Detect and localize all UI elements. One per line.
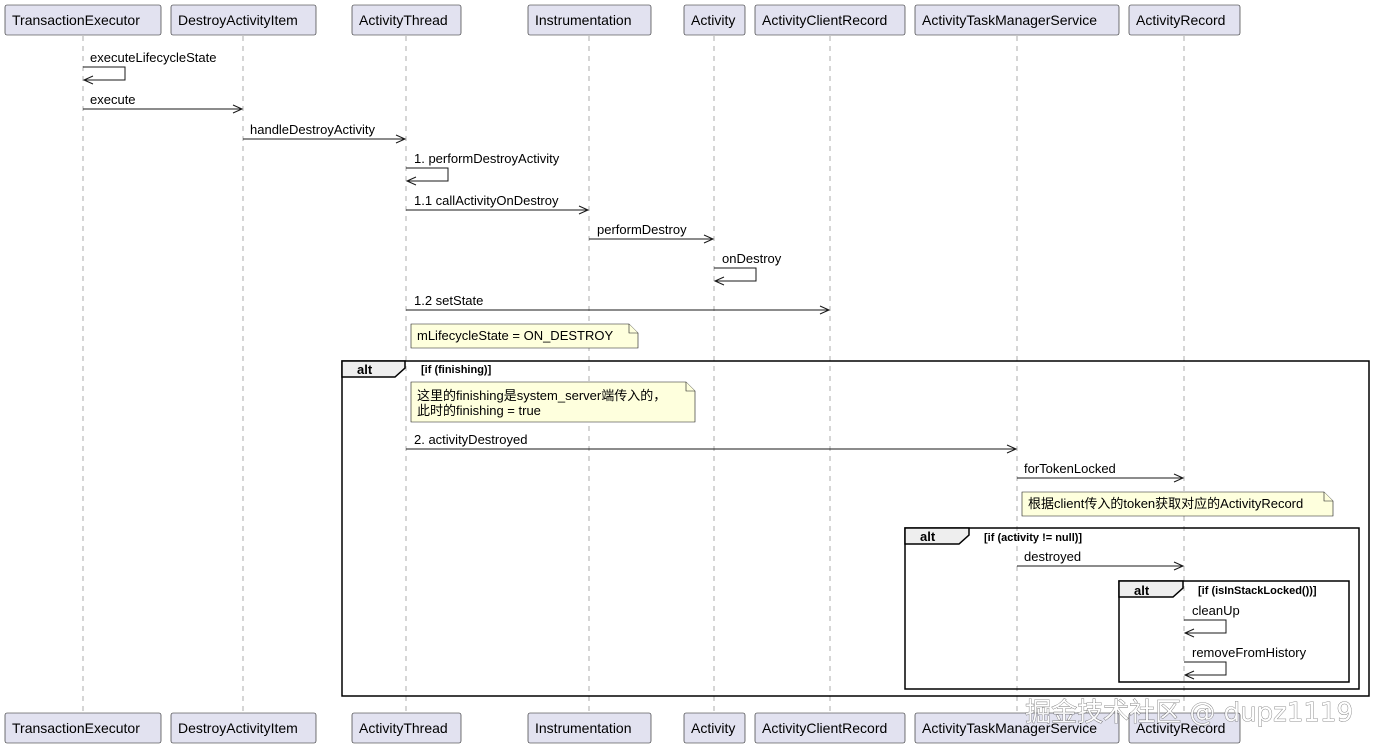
- message-label: 1. performDestroyActivity: [414, 151, 560, 166]
- participant-label: ActivityRecord: [1136, 720, 1225, 736]
- message-arrow: [406, 167, 449, 182]
- participant-atms-bottom: ActivityTaskManagerService: [914, 712, 1120, 744]
- lifelines: [82, 36, 1185, 712]
- participant-label: ActivityClientRecord: [762, 720, 887, 736]
- arrow-head: [1173, 561, 1185, 571]
- participant-activity-thread-bottom: ActivityThread: [351, 712, 462, 744]
- arrow-head: [1173, 473, 1185, 483]
- participant-instrumentation-bottom: Instrumentation: [527, 712, 652, 744]
- participant-label: ActivityRecord: [1136, 12, 1225, 28]
- participant-activity: Activity: [683, 4, 746, 36]
- participant-activity-bottom: Activity: [683, 712, 746, 744]
- participant-label: TransactionExecutor: [12, 720, 140, 736]
- arrow-head: [1006, 444, 1018, 454]
- participant-label: TransactionExecutor: [12, 12, 140, 28]
- fragment-alt-in-stack-locked: alt [if (isInStackLocked())]: [1118, 580, 1350, 683]
- message-perform-destroy: performDestroy: [589, 222, 715, 244]
- participant-label: Activity: [691, 720, 735, 736]
- arrow-head: [703, 234, 715, 244]
- watermark: 掘金技术社区 @ dupz1119: [1025, 698, 1353, 728]
- note-lifecycle-state: mLifecycleState = ON_DESTROY: [410, 323, 639, 349]
- participant-activity-record-bottom: ActivityRecord: [1128, 712, 1241, 744]
- participant-label: Instrumentation: [535, 720, 632, 736]
- participant-activity-client-record-bottom: ActivityClientRecord: [754, 712, 906, 744]
- message-label: removeFromHistory: [1192, 645, 1307, 660]
- fragment-alt-activity-not-null: alt [if (activity != null)]: [904, 527, 1360, 690]
- message-on-destroy: onDestroy: [713, 251, 782, 286]
- message-call-activity-on-destroy: 1.1 callActivityOnDestroy: [406, 193, 590, 215]
- message-perform-destroy-activity: 1. performDestroyActivity: [405, 151, 560, 186]
- fragment-label: alt: [1134, 583, 1150, 598]
- participant-label: ActivityClientRecord: [762, 12, 887, 28]
- participants-bottom: TransactionExecutor DestroyActivityItem …: [4, 712, 1241, 744]
- fragment-label: alt: [920, 529, 936, 544]
- participant-destroy-activity-item-bottom: DestroyActivityItem: [170, 712, 317, 744]
- message-arrow: [83, 66, 126, 81]
- participant-label: ActivityThread: [359, 12, 448, 28]
- message-label: 1.1 callActivityOnDestroy: [414, 193, 559, 208]
- fragment-label: alt: [357, 362, 373, 377]
- message-label: 2. activityDestroyed: [414, 432, 527, 447]
- message-clean-up: cleanUp: [1183, 603, 1240, 638]
- arrow-head: [1183, 670, 1195, 680]
- participant-activity-record: ActivityRecord: [1128, 4, 1241, 36]
- message-for-token-locked: forTokenLocked: [1017, 461, 1185, 483]
- message-label: cleanUp: [1192, 603, 1240, 618]
- participant-label: Activity: [691, 12, 735, 28]
- message-execute: execute: [83, 92, 244, 114]
- participant-destroy-activity-item: DestroyActivityItem: [170, 4, 317, 36]
- message-arrow: [1184, 619, 1227, 634]
- participant-label: DestroyActivityItem: [178, 720, 298, 736]
- message-arrow: [1184, 661, 1227, 676]
- message-label: forTokenLocked: [1024, 461, 1116, 476]
- arrow-head: [819, 305, 831, 315]
- participant-label: ActivityTaskManagerService: [922, 720, 1097, 736]
- participant-label: DestroyActivityItem: [178, 12, 298, 28]
- participants-top: TransactionExecutor DestroyActivityItem …: [4, 4, 1241, 36]
- participant-activity-thread: ActivityThread: [351, 4, 462, 36]
- message-activity-destroyed: 2. activityDestroyed: [406, 432, 1018, 454]
- message-arrow: [714, 267, 757, 282]
- message-execute-lifecycle-state: executeLifecycleState: [82, 50, 216, 85]
- participant-atms: ActivityTaskManagerService: [914, 4, 1120, 36]
- message-label: executeLifecycleState: [90, 50, 216, 65]
- message-label: handleDestroyActivity: [250, 122, 375, 137]
- arrow-head: [395, 134, 407, 144]
- arrow-head: [405, 176, 417, 186]
- participant-transaction-executor: TransactionExecutor: [4, 4, 162, 36]
- note-token-lookup: 根据client传入的token获取对应的ActivityRecord: [1021, 491, 1334, 517]
- participant-label: ActivityTaskManagerService: [922, 12, 1097, 28]
- message-label: 1.2 setState: [414, 293, 483, 308]
- fragment-condition: [if (finishing)]: [421, 364, 492, 376]
- participant-label: Instrumentation: [535, 12, 632, 28]
- participant-instrumentation: Instrumentation: [527, 4, 652, 36]
- fragment-alt-finishing: alt [if (finishing)]: [341, 360, 1370, 697]
- arrow-head: [713, 276, 725, 286]
- note-text: 根据client传入的token获取对应的ActivityRecord: [1028, 496, 1303, 511]
- message-label: execute: [90, 92, 136, 107]
- message-handle-destroy-activity: handleDestroyActivity: [243, 122, 407, 144]
- note-text: 这里的finishing是system_server端传入的，: [417, 388, 666, 403]
- message-set-state: 1.2 setState: [406, 293, 831, 315]
- message-label: destroyed: [1024, 549, 1081, 564]
- participant-label: ActivityThread: [359, 720, 448, 736]
- fragment-condition: [if (activity != null)]: [984, 532, 1082, 544]
- note-finishing: 这里的finishing是system_server端传入的， 此时的finis…: [410, 381, 696, 423]
- arrow-head: [1183, 628, 1195, 638]
- note-text: 此时的finishing = true: [417, 403, 541, 418]
- arrow-head: [82, 75, 94, 85]
- message-destroyed: destroyed: [1017, 549, 1185, 571]
- participant-activity-client-record: ActivityClientRecord: [754, 4, 906, 36]
- participant-transaction-executor-bottom: TransactionExecutor: [4, 712, 162, 744]
- messages: executeLifecycleState execute handleDest…: [82, 50, 1307, 680]
- message-label: performDestroy: [597, 222, 687, 237]
- arrow-head: [578, 205, 590, 215]
- message-remove-from-history: removeFromHistory: [1183, 645, 1307, 680]
- arrow-head: [232, 104, 244, 114]
- message-label: onDestroy: [722, 251, 782, 266]
- fragment-condition: [if (isInStackLocked())]: [1198, 585, 1317, 597]
- note-text: mLifecycleState = ON_DESTROY: [417, 328, 613, 343]
